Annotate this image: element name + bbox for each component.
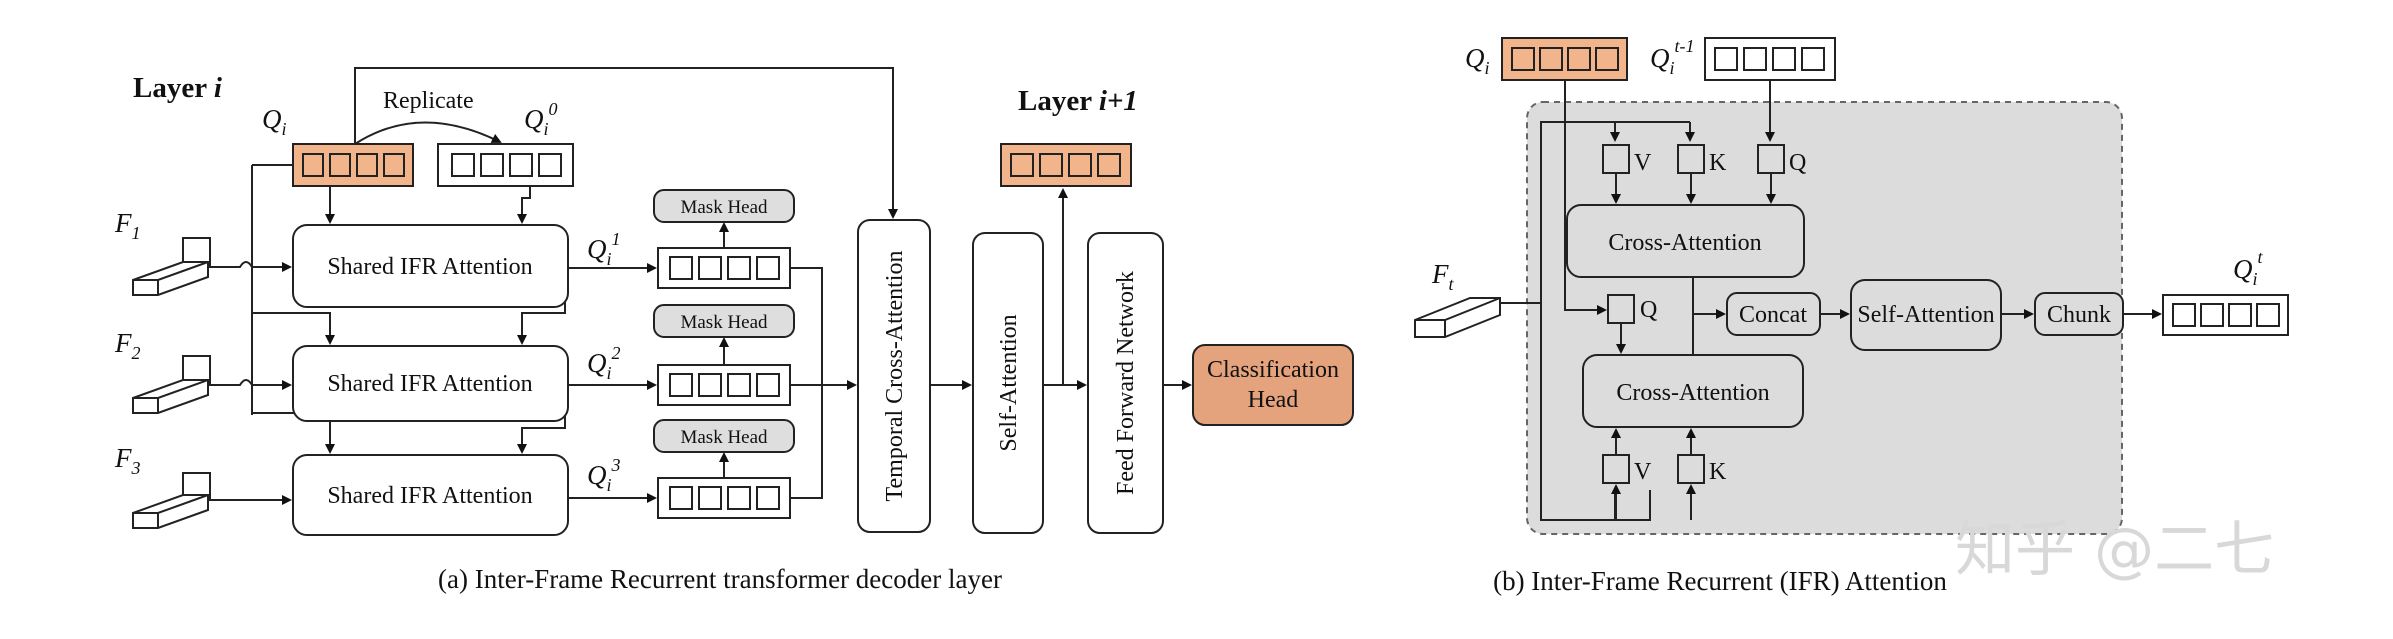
top-k-proj xyxy=(1677,144,1705,174)
self-attention-block xyxy=(972,232,1044,534)
shared-ifr-attention-3 xyxy=(292,454,569,536)
ffn-block xyxy=(1087,232,1164,534)
frame-f3 xyxy=(132,494,209,529)
temporal-cross-attention-block xyxy=(857,219,931,533)
f1-label: F1 xyxy=(114,208,141,243)
next-layer-query-tokens xyxy=(1000,143,1132,187)
shared-ifr-attention-1 xyxy=(292,224,569,308)
bottom-k-proj xyxy=(1677,454,1705,484)
r-q-out-label: Qit xyxy=(2233,247,2264,289)
temporal-cross-attention-label: Temporal Cross-Attention xyxy=(882,251,908,502)
ffn-label: Feed Forward Network xyxy=(1113,271,1139,495)
r-q-prev-label: Qit-1 xyxy=(1650,36,1695,78)
bottom-v-label: V xyxy=(1634,459,1652,485)
bottom-v-proj xyxy=(1602,454,1630,484)
layer-i-label: Layer i xyxy=(133,72,222,104)
left-diagram: Layer i Layer i+1 Qi Qi0 Replicate xyxy=(114,67,1354,594)
ifr2-label: Shared IFR Attention xyxy=(327,371,532,397)
qi0-to-ifr1-arrow xyxy=(517,186,531,224)
q-i-2-label: Qi2 xyxy=(587,343,621,383)
cls-line1: Classification xyxy=(1207,357,1339,383)
bus-to-ifr2-arrow xyxy=(252,312,335,345)
q-i-0-query-tokens xyxy=(437,143,574,187)
q-i-1-label: Qi1 xyxy=(587,229,621,269)
r-q-prev-tokens xyxy=(1704,37,1836,81)
r-frame-ft xyxy=(1414,297,1501,338)
bottom-k-label: K xyxy=(1709,459,1727,485)
cross-attention-top xyxy=(1566,204,1805,278)
self-attention-label: Self-Attention xyxy=(996,314,1022,451)
frame-f2 xyxy=(132,379,209,414)
r-q-out-tokens xyxy=(2162,294,2289,336)
q-i-query-tokens xyxy=(292,143,414,187)
watermark: 知乎 @二七 xyxy=(1955,515,2274,585)
shared-ifr-attention-2 xyxy=(292,345,569,422)
cross-attention-top-label: Cross-Attention xyxy=(1608,230,1761,256)
chunk-label: Chunk xyxy=(2047,302,2111,328)
replicate-arrow xyxy=(354,121,502,145)
qi-to-q-mid-arrow xyxy=(1564,80,1607,315)
f3-label: F3 xyxy=(114,443,141,478)
top-v-label: V xyxy=(1634,150,1652,176)
replicate-label: Replicate xyxy=(383,88,474,114)
q-i-3-label: Qi3 xyxy=(587,455,621,495)
q-i-1-tokens xyxy=(657,247,791,289)
top-v-proj xyxy=(1602,144,1630,174)
q-i-0-label: Qi0 xyxy=(524,99,558,139)
layer-i-plus-1-label: Layer i+1 xyxy=(1018,85,1138,117)
right-diagram: Qi Qit-1 Ft V K xyxy=(1414,36,2289,596)
ifr1-label: Shared IFR Attention xyxy=(327,254,532,280)
f2-label: F2 xyxy=(114,328,141,363)
top-k-label: K xyxy=(1709,150,1727,176)
f2-to-ifr2-arrow xyxy=(182,355,292,390)
r-self-attention-label: Self-Attention xyxy=(1857,302,1994,328)
top-q-label: Q xyxy=(1789,150,1806,176)
mid-q-label: Q xyxy=(1640,297,1657,323)
queries-merge-bracket xyxy=(790,267,823,499)
caption-b: (b) Inter-Frame Recurrent (IFR) Attentio… xyxy=(1493,566,1947,596)
qi-to-temporal-arrow xyxy=(354,67,898,219)
r-q-i-label: Qi xyxy=(1465,43,1490,78)
r-q-i-tokens xyxy=(1501,37,1628,81)
cross-attention-bottom-label: Cross-Attention xyxy=(1616,380,1769,406)
frame-f1 xyxy=(132,261,209,296)
mask-head-3-label: Mask Head xyxy=(680,427,768,448)
f1-to-ifr1-arrow xyxy=(182,237,292,272)
concat-label: Concat xyxy=(1739,302,1807,328)
mid-q-proj xyxy=(1607,294,1635,324)
q-i-2-tokens xyxy=(657,364,791,406)
caption-a: (a) Inter-Frame Recurrent transformer de… xyxy=(438,564,1002,594)
ifr3-label: Shared IFR Attention xyxy=(327,483,532,509)
mask-head-2-label: Mask Head xyxy=(680,312,768,333)
classification-head xyxy=(1192,344,1354,426)
q-i-label: Qi xyxy=(262,104,287,139)
q-i-3-tokens xyxy=(657,477,791,519)
r-ft-label: Ft xyxy=(1431,259,1455,294)
mask-head-1-label: Mask Head xyxy=(680,197,768,218)
top-q-proj xyxy=(1757,144,1785,174)
cls-line2: Head xyxy=(1248,387,1299,413)
f3-to-ifr3-arrow xyxy=(182,472,292,505)
